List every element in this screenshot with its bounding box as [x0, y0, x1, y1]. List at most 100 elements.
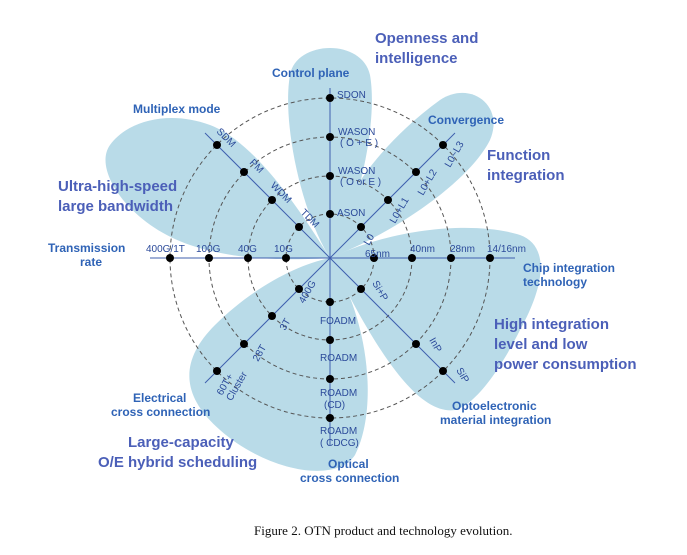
group-openness: Openness and intelligence	[375, 30, 478, 67]
group-high-integration: High integration level and low power consu…	[494, 316, 637, 373]
text-line: integration	[487, 167, 565, 184]
point-ason	[326, 210, 334, 218]
petal-high-integration	[330, 227, 541, 411]
text-line: Optoelectronic	[452, 399, 537, 413]
text-line: Large-capacity	[128, 434, 235, 451]
point-inp	[412, 340, 420, 348]
point-pm	[240, 168, 248, 176]
tick-40g: 40G	[238, 244, 257, 255]
tick-wason-o-or-e: WASON( O or E )	[338, 166, 381, 188]
text-line: Chip integration	[523, 261, 615, 275]
point-3t	[268, 312, 276, 320]
tick-40nm: 40nm	[410, 244, 435, 255]
text-line: ROADM	[320, 426, 357, 437]
tick-foadm: FOADM	[320, 316, 356, 327]
text-line: ( CDCG)	[320, 438, 359, 449]
text-line: High integration	[494, 316, 609, 333]
point-l0-l2	[412, 168, 420, 176]
tick-100g: 100G	[196, 244, 221, 255]
point-wason-oe	[326, 133, 334, 141]
tick-l0: L0	[362, 232, 377, 248]
text-line: O/E hybrid scheduling	[98, 454, 257, 471]
tick-roadm-cdcg: ROADM( CDCG)	[320, 426, 359, 449]
point-40nm	[408, 254, 416, 262]
tick-400g-1t: 400G/1T	[146, 244, 185, 255]
tick-wason-oe: WASON( O + E )	[338, 127, 378, 149]
point-si-p	[357, 285, 365, 293]
point-400g	[295, 285, 303, 293]
text-line: Electrical	[133, 391, 186, 405]
point-65nm	[370, 254, 378, 262]
text-line: (CD)	[324, 400, 345, 411]
text-line: large bandwidth	[58, 198, 173, 215]
text-line: WASON	[338, 127, 375, 138]
tick-roadm: ROADM	[320, 353, 357, 364]
figure-caption: Figure 2. OTN product and technology evo…	[254, 523, 513, 538]
text-line: Transmission	[48, 241, 125, 255]
petal-ultra-high-speed	[105, 117, 330, 260]
text-line: rate	[80, 255, 102, 269]
label-convergence: Convergence	[428, 113, 504, 127]
group-ultra-high-speed: Ultra-high-speed large bandwidth	[58, 178, 177, 215]
point-28nm	[447, 254, 455, 262]
text-line: intelligence	[375, 50, 458, 67]
tick-10g: 10G	[274, 244, 293, 255]
tick-65nm: 65nm	[365, 249, 390, 260]
axis-electrical-cross	[204, 257, 331, 384]
text-line: ROADM	[320, 388, 357, 399]
axis-points	[166, 94, 494, 422]
point-sdon	[326, 94, 334, 102]
tick-sdon: SDON	[337, 90, 366, 101]
point-28t	[240, 340, 248, 348]
point-l0-l3	[439, 141, 447, 149]
point-roadm	[326, 336, 334, 344]
point-l0	[357, 223, 365, 231]
label-control-plane: Control plane	[272, 66, 350, 80]
point-roadm-cdcg	[326, 414, 334, 422]
point-roadm-cd	[326, 375, 334, 383]
tick-3t: 3T	[278, 317, 293, 333]
text-line: level and low	[494, 336, 588, 353]
point-sip	[439, 367, 447, 375]
point-400g-1t	[166, 254, 174, 262]
point-l0-l1	[384, 196, 392, 204]
group-function: Function integration	[487, 147, 565, 184]
text-line: WASON	[338, 166, 375, 177]
text-line: technology	[523, 275, 587, 289]
label-multiplex: Multiplex mode	[133, 102, 221, 116]
text-line: cross connection	[111, 405, 210, 419]
axis-optoelectronic	[329, 257, 456, 384]
point-40g	[244, 254, 252, 262]
text-line: ( O or E )	[340, 177, 381, 188]
point-14-16nm	[486, 254, 494, 262]
text-line: Openness and	[375, 30, 478, 47]
text-line: material integration	[440, 413, 551, 427]
point-wason-o-or-e	[326, 172, 334, 180]
axis-convergence	[329, 132, 456, 259]
axes	[150, 88, 515, 445]
tick-roadm-cd: ROADM(CD)	[320, 388, 357, 411]
text-line: Optical	[328, 457, 369, 471]
axis-multiplex	[204, 132, 331, 259]
tick-ason: ASON	[337, 208, 365, 219]
point-sdm	[213, 141, 221, 149]
petal-large-capacity	[189, 258, 368, 471]
tick-14-16nm: 14/16nm	[487, 244, 526, 255]
point-foadm	[326, 298, 334, 306]
tick-28nm: 28nm	[450, 244, 475, 255]
point-wdm	[268, 196, 276, 204]
text-line: cross connection	[300, 471, 399, 485]
point-100g	[205, 254, 213, 262]
text-line: Ultra-high-speed	[58, 178, 177, 195]
text-line: Function	[487, 147, 550, 164]
point-60t-cluster	[213, 367, 221, 375]
text-line: power consumption	[494, 356, 637, 373]
point-tdm	[295, 223, 303, 231]
